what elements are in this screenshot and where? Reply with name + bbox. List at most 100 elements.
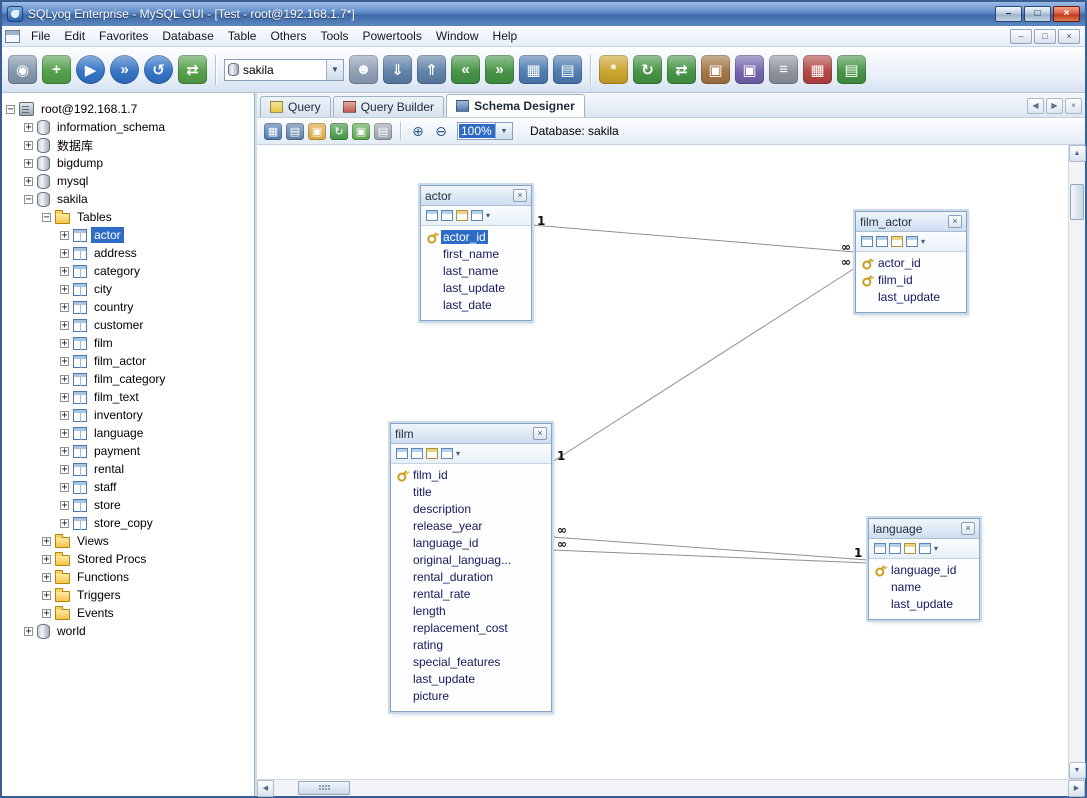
tree-item-city[interactable]: +city (2, 280, 254, 298)
mdi-close-button[interactable]: × (1058, 28, 1080, 44)
tab-query-builder[interactable]: Query Builder (332, 96, 445, 117)
table-column-row[interactable]: first_name (421, 245, 531, 262)
tree-item-bigdump[interactable]: +bigdump (2, 154, 254, 172)
restore-database-icon[interactable]: ⇑ (417, 55, 446, 84)
table-header[interactable]: actor× (421, 186, 531, 206)
expand-icon[interactable]: + (60, 301, 69, 313)
table-grid-icon[interactable] (396, 448, 408, 459)
table-columns-icon[interactable] (411, 448, 423, 459)
table-dropdown-caret-icon[interactable]: ▾ (486, 211, 491, 220)
refresh-icon[interactable]: ⇄ (178, 55, 207, 84)
tree-item-customer[interactable]: +customer (2, 316, 254, 334)
title-bar[interactable]: SQLyog Enterprise - MySQL GUI - [Test - … (2, 2, 1085, 26)
scroll-tabs-right-button[interactable]: ▶ (1046, 97, 1063, 114)
tree-item-language[interactable]: +language (2, 424, 254, 442)
expand-icon[interactable]: + (60, 481, 69, 493)
tree-item-sakila[interactable]: −sakila (2, 190, 254, 208)
refresh-object-browser-icon[interactable]: ↺ (144, 55, 173, 84)
combo-dropdown-icon[interactable]: ▼ (326, 59, 343, 80)
expand-icon[interactable]: + (24, 139, 33, 151)
collapse-icon[interactable]: − (24, 193, 33, 205)
open-schema-icon[interactable]: ▣ (308, 122, 326, 140)
menu-database[interactable]: Database (162, 28, 214, 43)
table-dropdown-caret-icon[interactable]: ▾ (934, 544, 939, 553)
menu-others[interactable]: Others (270, 28, 307, 43)
scroll-tabs-left-button[interactable]: ◀ (1027, 97, 1044, 114)
close-table-icon[interactable]: × (533, 427, 547, 440)
vertical-scroll-track[interactable] (1069, 162, 1086, 762)
table-filter-icon[interactable] (441, 448, 453, 459)
table-column-row[interactable]: original_languag... (391, 551, 551, 568)
menu-favorites[interactable]: Favorites (99, 28, 149, 43)
vertical-scrollbar[interactable]: ▲ ▼ (1068, 145, 1086, 779)
tree-item-actor[interactable]: +actor (2, 226, 254, 244)
export-data-icon[interactable]: » (485, 55, 514, 84)
relationship-film-language[interactable] (551, 536, 869, 561)
add-table-icon[interactable]: ▦ (264, 122, 282, 140)
create-connection-icon[interactable]: + (42, 55, 71, 84)
minimize-button[interactable]: – (995, 6, 1022, 22)
database-synchronization-icon[interactable]: ↻ (633, 55, 662, 84)
zoom-dropdown-icon[interactable]: ▼ (495, 123, 512, 139)
table-key-icon[interactable] (891, 236, 903, 247)
table-dropdown-caret-icon[interactable]: ▾ (456, 449, 461, 458)
visual-data-compare-icon[interactable]: ▦ (803, 55, 832, 84)
table-structure-icon[interactable]: ▤ (553, 55, 582, 84)
zoom-in-icon[interactable]: ⊕ (412, 122, 424, 139)
expand-icon[interactable]: + (60, 427, 69, 439)
database-combo[interactable]: sakila ▼ (224, 58, 344, 81)
table-column-row[interactable]: last_update (421, 279, 531, 296)
table-data-icon[interactable]: ▦ (519, 55, 548, 84)
close-table-icon[interactable]: × (513, 189, 527, 202)
expand-icon[interactable]: + (42, 571, 51, 583)
tree-item-country[interactable]: +country (2, 298, 254, 316)
table-key-icon[interactable] (904, 543, 916, 554)
close-table-icon[interactable]: × (961, 522, 975, 535)
vertical-scroll-thumb[interactable] (1069, 184, 1084, 220)
table-columns-icon[interactable] (889, 543, 901, 554)
menu-powertools[interactable]: Powertools (362, 28, 422, 43)
table-column-row[interactable]: release_year (391, 517, 551, 534)
table-columns-icon[interactable] (876, 236, 888, 247)
table-header[interactable]: film× (391, 424, 551, 444)
table-column-row[interactable]: rental_duration (391, 568, 551, 585)
table-key-icon[interactable] (426, 448, 438, 459)
close-button[interactable]: × (1053, 6, 1080, 22)
query-profiler-icon[interactable]: ≡ (769, 55, 798, 84)
table-filter-icon[interactable] (919, 543, 931, 554)
new-schema-designer-icon[interactable]: ▤ (837, 55, 866, 84)
export-as-image-icon[interactable]: ▣ (352, 122, 370, 140)
tree-item-film_text[interactable]: +film_text (2, 388, 254, 406)
scroll-up-icon[interactable]: ▲ (1068, 145, 1086, 162)
tree-item-store[interactable]: +store (2, 496, 254, 514)
scroll-down-icon[interactable]: ▼ (1068, 762, 1086, 779)
expand-icon[interactable]: + (24, 157, 33, 169)
table-column-row[interactable]: last_update (391, 670, 551, 687)
relationship-film-film_actor[interactable] (551, 267, 856, 463)
tree-item-staff[interactable]: +staff (2, 478, 254, 496)
scroll-right-icon[interactable]: ▶ (1068, 779, 1085, 797)
mdi-minimize-button[interactable]: – (1010, 28, 1032, 44)
menu-file[interactable]: File (31, 28, 51, 43)
expand-icon[interactable]: + (60, 319, 69, 331)
tree-item-数据库[interactable]: +数据库 (2, 136, 254, 154)
menu-window[interactable]: Window (435, 28, 479, 43)
table-column-row[interactable]: name (869, 578, 979, 595)
table-column-row[interactable]: actor_id (421, 228, 531, 245)
expand-icon[interactable]: + (60, 247, 69, 259)
expand-icon[interactable]: + (60, 337, 69, 349)
menu-tools[interactable]: Tools (320, 28, 349, 43)
tree-item-category[interactable]: +category (2, 262, 254, 280)
table-column-row[interactable]: actor_id (856, 254, 966, 271)
tree-item-film_category[interactable]: +film_category (2, 370, 254, 388)
table-filter-icon[interactable] (471, 210, 483, 221)
print-icon[interactable]: ▤ (374, 122, 392, 140)
tree-item-payment[interactable]: +payment (2, 442, 254, 460)
expand-icon[interactable]: + (60, 445, 69, 457)
table-filter-icon[interactable] (906, 236, 918, 247)
expand-icon[interactable]: + (24, 625, 33, 637)
table-header[interactable]: film_actor× (856, 212, 966, 232)
